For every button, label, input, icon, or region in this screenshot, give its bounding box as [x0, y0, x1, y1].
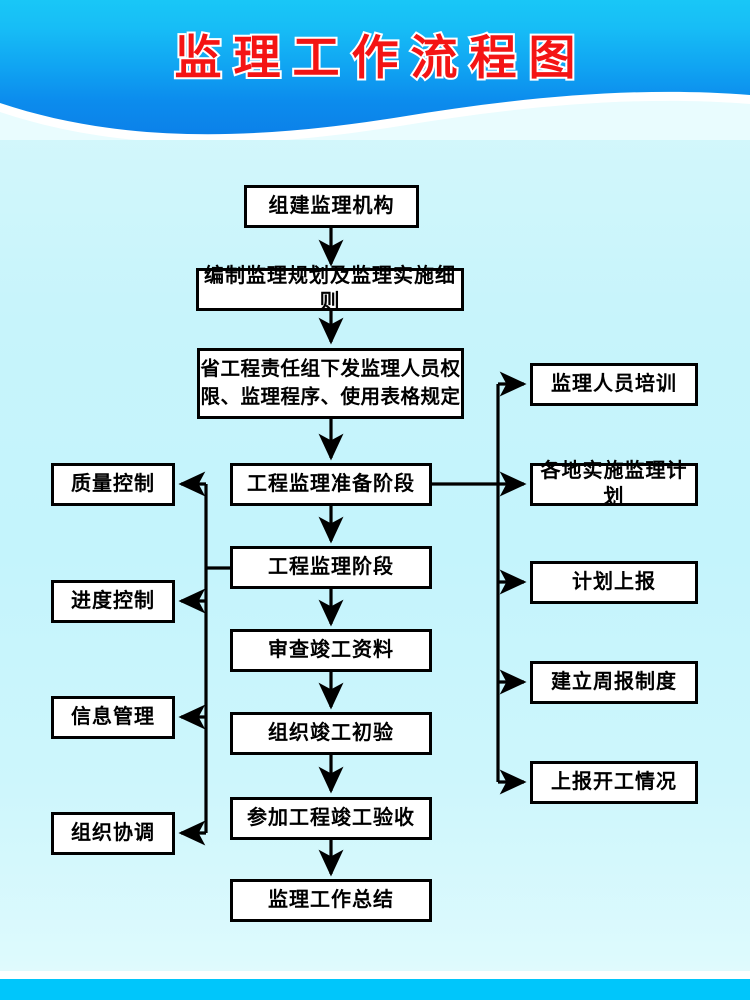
- node-information-management[interactable]: 信息管理: [51, 696, 175, 739]
- node-plan-reporting[interactable]: 计划上报: [530, 561, 698, 604]
- footer-divider: [0, 971, 750, 979]
- page-title: 监理工作流程图: [173, 31, 588, 84]
- node-quality-control[interactable]: 质量控制: [51, 463, 175, 506]
- header-banner: 监理工作流程图: [0, 0, 750, 140]
- node-provincial-authority-issue[interactable]: 省工程责任组下发监理人员权 限、监理程序、使用表格规定: [197, 348, 464, 419]
- node-supervision-preparation-stage[interactable]: 工程监理准备阶段: [230, 463, 432, 506]
- footer-bar: [0, 979, 750, 1000]
- node-establish-supervision-org[interactable]: 组建监理机构: [244, 185, 419, 228]
- node-progress-control[interactable]: 进度控制: [51, 580, 175, 623]
- node-prepare-supervision-plan[interactable]: 编制监理规划及监理实施细则: [196, 265, 464, 313]
- node-local-supervision-plan-implementation[interactable]: 各地实施监理计划: [530, 460, 698, 508]
- node-participate-completion-acceptance[interactable]: 参加工程竣工验收: [230, 797, 432, 840]
- node-establish-weekly-report-system[interactable]: 建立周报制度: [530, 661, 698, 704]
- node-supervisor-training[interactable]: 监理人员培训: [530, 363, 698, 406]
- node-review-completion-documents[interactable]: 审查竣工资料: [230, 629, 432, 672]
- node-report-construction-start-status[interactable]: 上报开工情况: [530, 761, 698, 804]
- node-supervision-work-summary[interactable]: 监理工作总结: [230, 879, 432, 922]
- header-wave-decoration: [0, 91, 750, 140]
- node-supervision-stage[interactable]: 工程监理阶段: [230, 546, 432, 589]
- node-organizational-coordination[interactable]: 组织协调: [51, 812, 175, 855]
- node-organize-preliminary-acceptance[interactable]: 组织竣工初验: [230, 712, 432, 755]
